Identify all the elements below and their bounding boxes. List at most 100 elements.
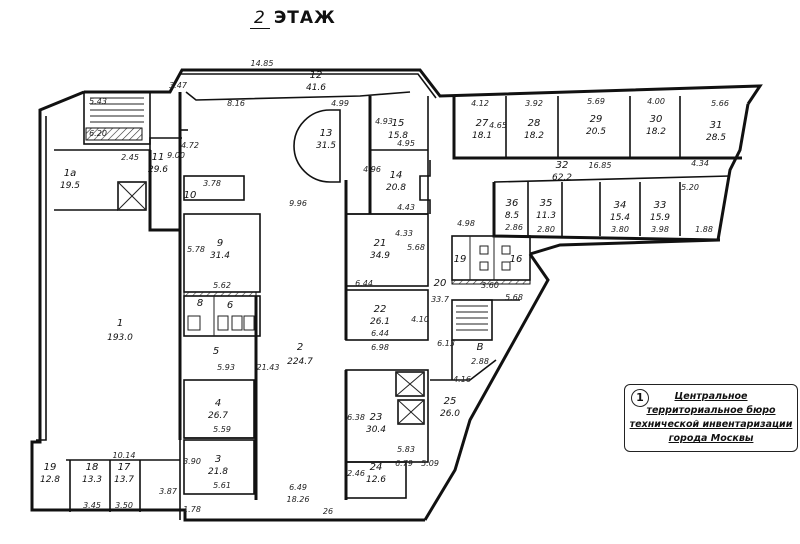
room-33-number: 33 bbox=[654, 200, 667, 211]
dim-label: 5.69 bbox=[587, 97, 605, 106]
stamp-line-2: территориальное бюро bbox=[646, 405, 776, 416]
dim-label: 5.43 bbox=[89, 97, 107, 106]
dim-label: 6.38 bbox=[347, 413, 365, 422]
dim-label: 4.65 bbox=[489, 121, 507, 130]
room-9-number: 9 bbox=[217, 238, 223, 249]
dim-label: 5.93 bbox=[217, 363, 235, 372]
room-19b-number: 19 bbox=[44, 462, 57, 473]
room-6-number: 6 bbox=[227, 300, 233, 311]
dim-label: 9.00 bbox=[167, 151, 185, 160]
dim-label: 4.95 bbox=[397, 139, 415, 148]
room-33-area: 15.9 bbox=[650, 213, 670, 223]
room-34-area: 15.4 bbox=[610, 213, 630, 223]
dim-label: 5.68 bbox=[407, 243, 425, 252]
dim-label: 2.88 bbox=[471, 357, 489, 366]
dim-label: 6.44 bbox=[355, 279, 373, 288]
dim-label: 4.98 bbox=[457, 219, 475, 228]
room-4-area: 26.7 bbox=[208, 411, 228, 421]
dim-label: 9.96 bbox=[289, 199, 307, 208]
dim-label: 3.80 bbox=[611, 225, 629, 234]
room-25-area: 26.0 bbox=[440, 409, 460, 419]
right-top-offices bbox=[419, 96, 742, 214]
dim-label: 18.26 bbox=[287, 495, 310, 504]
dim-label: 4.72 bbox=[181, 141, 199, 150]
room-2-area: 224.7 bbox=[287, 357, 313, 367]
dim-label: 6.79 bbox=[395, 459, 413, 468]
dim-label: 2.46 bbox=[347, 469, 365, 478]
room-22-number: 22 bbox=[374, 304, 387, 315]
dim-label: 6.20 bbox=[89, 129, 107, 138]
dim-label: 33.7 bbox=[431, 295, 450, 304]
dim-label: 6.44 bbox=[371, 329, 389, 338]
room-13-area: 31.5 bbox=[316, 141, 336, 151]
room-36-area: 8.5 bbox=[505, 211, 520, 221]
room-10-number: 10 bbox=[184, 190, 197, 201]
dim-label: 2.45 bbox=[121, 153, 139, 162]
room-19b-area: 12.8 bbox=[40, 475, 60, 485]
room-12-number: 12 bbox=[310, 70, 323, 81]
top-middle-rooms bbox=[293, 96, 429, 500]
dim-label: 8.16 bbox=[227, 99, 245, 108]
dim-label: 4.10 bbox=[411, 315, 429, 324]
room-32-number: 32 bbox=[556, 160, 569, 171]
dim-label: 5.83 bbox=[397, 445, 415, 454]
dim-label: 5.61 bbox=[213, 481, 231, 490]
room-16-number: 16 bbox=[510, 254, 523, 265]
room-3-area: 21.8 bbox=[208, 467, 228, 477]
room-36-number: 36 bbox=[506, 198, 519, 209]
dim-label: 6.13 bbox=[437, 339, 455, 348]
outer-walls bbox=[30, 68, 763, 522]
room-2-number: 2 bbox=[297, 342, 303, 353]
room-34-number: 34 bbox=[614, 200, 627, 211]
room-14-number: 14 bbox=[390, 170, 403, 181]
dim-label: 3.90 bbox=[183, 457, 201, 466]
dim-label: 1.78 bbox=[183, 505, 201, 514]
room-30-area: 18.2 bbox=[646, 127, 666, 137]
room-23-area: 30.4 bbox=[366, 425, 386, 435]
room-15-number: 15 bbox=[392, 118, 405, 129]
room-15-area: 15.8 bbox=[388, 131, 408, 141]
room-12-area: 41.6 bbox=[306, 83, 326, 93]
room-1a-number: 1а bbox=[64, 168, 77, 179]
room-27-area: 18.1 bbox=[472, 131, 492, 141]
dim-label: 6.98 bbox=[371, 343, 389, 352]
dim-label: 3.50 bbox=[115, 501, 133, 510]
dim-label: 3.98 bbox=[651, 225, 669, 234]
room-17-number: 17 bbox=[118, 462, 131, 473]
dim-label: 4.33 bbox=[395, 229, 413, 238]
room-v-number: В bbox=[477, 342, 484, 353]
dim-label: 5.68 bbox=[505, 293, 523, 302]
bti-stamp: 1 Центральное территориальное бюро техни… bbox=[624, 384, 798, 452]
room-17-area: 13.7 bbox=[114, 475, 134, 485]
room-labels: 1 193.0 1а 19.5 2 224.7 3 21.8 4 26.7 5 … bbox=[40, 70, 726, 485]
room-32-area: 62.2 bbox=[552, 173, 572, 183]
room-11-area: 29.6 bbox=[148, 165, 168, 175]
dim-label: 5.62 bbox=[213, 281, 231, 290]
room-4-number: 4 bbox=[215, 398, 221, 409]
room-20-number: 20 bbox=[434, 278, 447, 289]
stamp-line-3: технической инвентаризации bbox=[629, 419, 793, 430]
stamp-line-4: города Москвы bbox=[668, 433, 754, 444]
room-19-number: 19 bbox=[454, 254, 467, 265]
room-24-area: 12.6 bbox=[366, 475, 386, 485]
room-22-area: 26.1 bbox=[370, 317, 390, 327]
room-28-number: 28 bbox=[528, 118, 541, 129]
dim-label: 2.80 bbox=[537, 225, 555, 234]
floor-number: 2 bbox=[250, 8, 270, 29]
dim-label: 6.49 bbox=[289, 483, 307, 492]
room-13-number: 13 bbox=[320, 128, 333, 139]
room-3-number: 3 bbox=[215, 454, 221, 465]
dim-label: 10.14 bbox=[113, 451, 136, 460]
dim-label: 26 bbox=[323, 507, 333, 516]
dim-label: 4.34 bbox=[691, 159, 709, 168]
room-21-area: 34.9 bbox=[370, 251, 390, 261]
dim-label: 4.00 bbox=[647, 97, 665, 106]
room-9-area: 31.4 bbox=[210, 251, 230, 261]
room-18-number: 18 bbox=[86, 462, 99, 473]
dim-label: 2.86 bbox=[505, 223, 523, 232]
room-1-area: 193.0 bbox=[107, 333, 133, 343]
room-29-number: 29 bbox=[590, 114, 603, 125]
dim-label: 5.20 bbox=[681, 183, 699, 192]
dim-label: 3.87 bbox=[159, 487, 178, 496]
